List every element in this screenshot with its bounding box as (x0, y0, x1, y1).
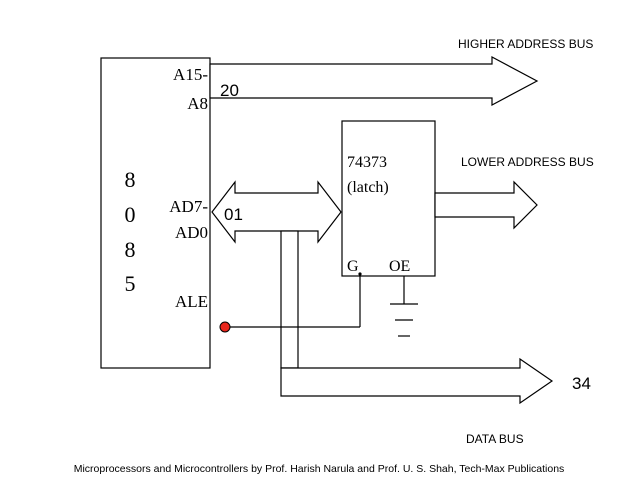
pin-a8-label: A8 (187, 94, 208, 113)
cpu-label-char-1: 8 (125, 167, 136, 192)
latch-74373-block (341, 120, 436, 277)
lower-address-bus-arrow (434, 180, 538, 230)
g-pin-junction (358, 272, 362, 276)
cpu-label-char-4: 5 (125, 271, 136, 296)
pin-a15-label: A15- (173, 65, 208, 84)
address-data-bus-arrow (211, 180, 342, 244)
cpu-label-char-3: 8 (125, 237, 136, 262)
latch-pin-g-label: G (347, 258, 359, 275)
footer-citation: Microprocessors and Microcontrollers by … (74, 463, 565, 475)
data-bus-arrow (280, 357, 554, 405)
higher-address-bus-arrow (209, 56, 539, 106)
lower-address-bus-label: LOWER ADDRESS BUS (461, 155, 594, 169)
pin-ale-label: ALE (175, 292, 208, 311)
overlay-number-34: 34 (572, 374, 591, 393)
overlay-number-20: 20 (220, 81, 239, 100)
latch-name-label: 74373 (347, 154, 387, 171)
higher-address-bus-label: HIGHER ADDRESS BUS (458, 37, 593, 51)
pin-ad0-label: AD0 (175, 223, 208, 242)
ale-pin-dot (219, 321, 231, 333)
latch-type-label: (latch) (347, 179, 389, 196)
pin-ad7-label: AD7- (169, 197, 208, 216)
data-bus-vertical-tap (280, 230, 299, 369)
data-bus-label: DATA BUS (466, 432, 524, 446)
cpu-8085-block (100, 57, 211, 369)
latch-pin-oe-label: OE (389, 258, 410, 275)
overlay-number-01: 01 (224, 205, 243, 224)
cpu-label-char-2: 0 (125, 202, 136, 227)
